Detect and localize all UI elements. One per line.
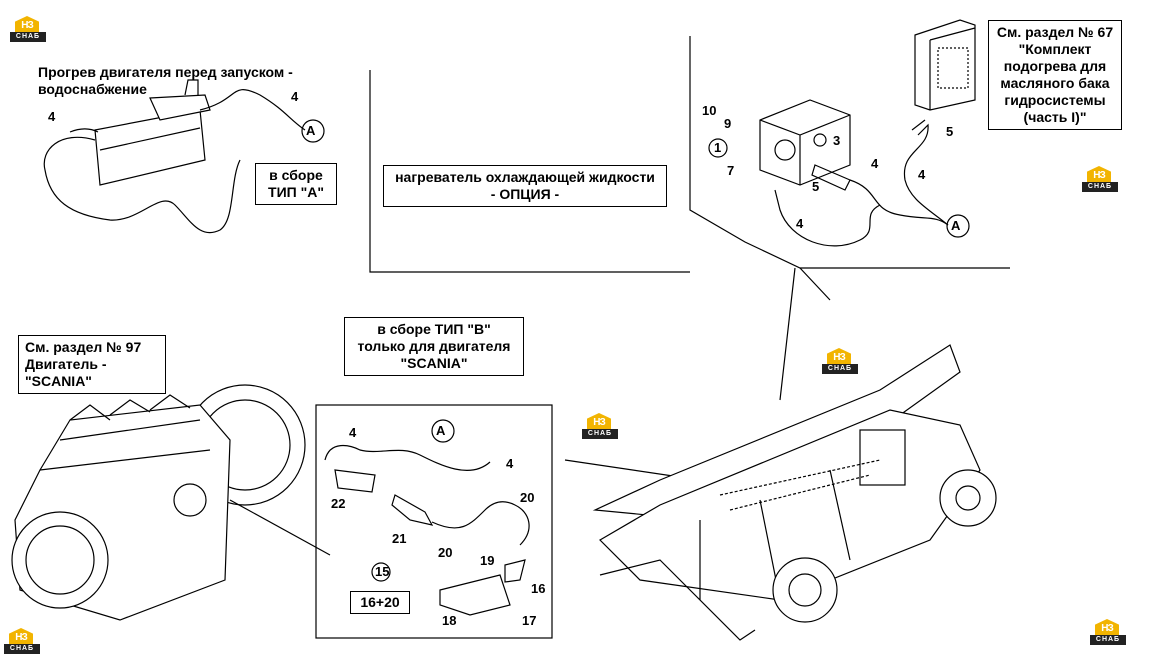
section-67-box: См. раздел № 67 "Комплект подогрева для … — [988, 20, 1122, 130]
callout-1-circle — [708, 138, 728, 158]
tank-heater-kit — [914, 19, 976, 111]
callout-20-b: 20 — [438, 545, 453, 560]
callout-1: 1 — [714, 140, 722, 155]
brand-logo: НЗ СНАБ — [822, 344, 858, 374]
callout-19: 19 — [480, 553, 495, 568]
top-left-heater-assembly — [43, 79, 306, 234]
callout-10: 10 — [702, 103, 717, 118]
callout-7: 7 — [727, 163, 735, 178]
coolant-heater-box: нагреватель охлаждающей жидкости - ОПЦИЯ… — [383, 165, 667, 207]
separator-line-right — [689, 36, 1010, 269]
callout-18: 18 — [442, 613, 457, 628]
callout-17: 17 — [522, 613, 537, 628]
brand-logo: НЗ СНАБ — [582, 409, 618, 439]
type-b-frame — [315, 404, 553, 639]
callout-4-top-right-a: 4 — [871, 156, 879, 171]
type-b-box: в сборе ТИП "B" только для двигателя "SC… — [344, 317, 524, 376]
brand-logo: НЗ СНАБ — [4, 624, 40, 654]
callout-4-top-right-c: 4 — [796, 216, 804, 231]
kit-combo-box: 16+20 — [350, 591, 410, 614]
callout-a-top-right-circle — [946, 214, 970, 238]
callout-3: 3 — [833, 133, 841, 148]
callout-a-top-left-circle — [301, 119, 325, 143]
section-97-box: См. раздел № 97 Двигатель - "SCANIA" — [18, 335, 166, 394]
brand-logo: НЗ СНАБ — [1090, 615, 1126, 645]
callout-5-top-right-b: 5 — [946, 124, 954, 139]
callout-21: 21 — [392, 531, 407, 546]
callout-9: 9 — [724, 116, 732, 131]
callout-a-type-b-circle — [431, 419, 455, 443]
reach-stacker-machine — [592, 344, 997, 641]
callout-4-type-b-b: 4 — [506, 456, 514, 471]
type-b-heater-parts — [324, 445, 530, 616]
brand-logo: НЗ СНАБ — [1082, 162, 1118, 192]
callout-20-a: 20 — [520, 490, 535, 505]
type-a-box: в сборе ТИП "А" — [255, 163, 337, 205]
control-box-assembly — [759, 99, 949, 247]
callout-a-top-right: A — [951, 218, 961, 233]
callout-5-top-right-a: 5 — [812, 179, 820, 194]
callout-4-top-left-b: 4 — [291, 89, 299, 104]
callout-a-type-b: A — [436, 423, 446, 438]
callout-22: 22 — [331, 496, 346, 511]
callout-15-circle — [371, 562, 391, 582]
scania-engine — [11, 384, 331, 621]
callout-16: 16 — [531, 581, 546, 596]
brand-logo: НЗ СНАБ — [10, 12, 46, 42]
callout-a-top-left: A — [306, 123, 316, 138]
callout-4-top-left-a: 4 — [48, 109, 56, 124]
separator-line-left — [369, 70, 690, 273]
callout-4-top-right-b: 4 — [918, 167, 926, 182]
leader-lines-top-right — [779, 267, 831, 401]
callout-15: 15 — [375, 564, 390, 579]
callout-4-type-b-a: 4 — [349, 425, 357, 440]
heating-title: Прогрев двигателя перед запуском - водос… — [38, 64, 293, 97]
